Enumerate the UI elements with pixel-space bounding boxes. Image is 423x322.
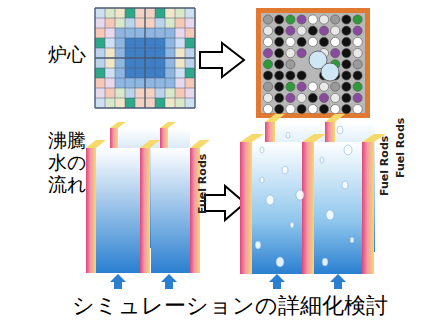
row-label: 沸騰水の流れ	[48, 130, 86, 196]
part-label: Fuel Rods	[378, 136, 391, 196]
core-map	[95, 8, 195, 108]
hollow-arrow	[205, 186, 245, 220]
hollow-arrow	[200, 43, 244, 77]
row-label: 炉心	[48, 44, 86, 66]
part-label: Fuel Rods	[394, 118, 407, 178]
fuel-assembly	[256, 8, 370, 118]
boiling-channels	[240, 114, 386, 274]
part-label: Fuel Rods	[196, 154, 209, 214]
coolant-channels	[86, 122, 210, 273]
caption: シミュレーションの詳細化検討	[72, 291, 388, 321]
flow-arrows	[110, 274, 346, 289]
